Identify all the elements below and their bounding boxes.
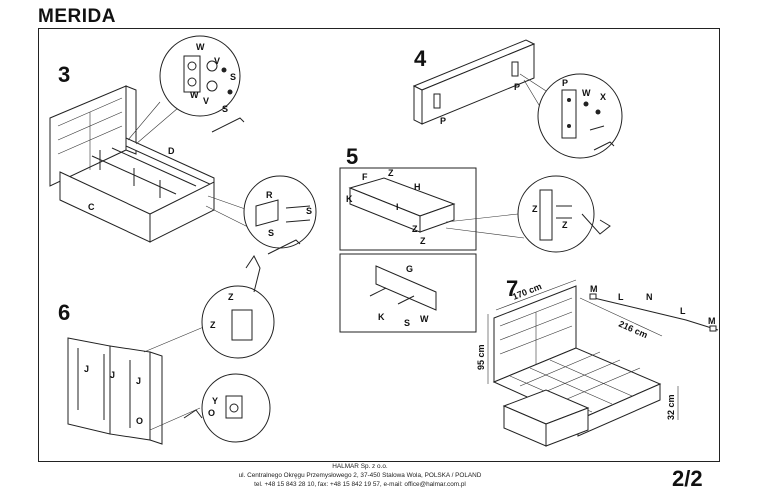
- dimension-drawer-height: 32 cm: [666, 394, 676, 420]
- svg-text:J: J: [136, 376, 141, 386]
- step-3: 3 D C W V S W: [49, 35, 317, 255]
- svg-text:O: O: [136, 416, 143, 426]
- footer-company: HALMAR Sp. z o.o.: [332, 463, 388, 470]
- svg-text:P: P: [562, 78, 568, 88]
- svg-text:Z: Z: [210, 320, 216, 330]
- step-number-4: 4: [414, 46, 427, 71]
- dimension-length: 216 cm: [617, 319, 649, 341]
- instruction-frame: [38, 28, 720, 462]
- step-6: 6 J J J Z Z Y O O: [58, 255, 275, 445]
- footer-address: ul. Centralnego Okręgu Przemysłowego 2, …: [238, 472, 482, 479]
- step-7: 7 95 cm 170 cm 216 cm 32 cm M L: [476, 276, 719, 447]
- svg-text:S: S: [306, 206, 312, 216]
- step-number-7: 7: [506, 276, 518, 301]
- step-5: 5 F Z H K I Z Z Z Z G K S W: [339, 144, 611, 333]
- svg-text:L: L: [618, 292, 624, 302]
- svg-text:H: H: [414, 182, 421, 192]
- page-number: 2/2: [672, 466, 703, 491]
- svg-text:F: F: [362, 172, 368, 182]
- allen-key-icon: [211, 117, 245, 133]
- step-number-3: 3: [58, 62, 70, 87]
- company-footer: HALMAR Sp. z o.o. ul. Centralnego Okręgu…: [150, 462, 570, 489]
- svg-text:P: P: [514, 82, 520, 92]
- svg-text:O: O: [208, 408, 215, 418]
- svg-text:Z: Z: [532, 204, 538, 214]
- svg-text:K: K: [378, 312, 385, 322]
- svg-text:S: S: [222, 104, 228, 114]
- svg-text:Z: Z: [562, 220, 568, 230]
- svg-text:I: I: [396, 202, 399, 212]
- svg-text:S: S: [230, 72, 236, 82]
- step-number-6: 6: [58, 300, 70, 325]
- svg-text:K: K: [346, 194, 353, 204]
- svg-text:S: S: [268, 228, 274, 238]
- support-rail: [593, 297, 719, 331]
- step-4: 4 P P P W X: [412, 39, 623, 159]
- dimension-height: 95 cm: [476, 344, 486, 370]
- svg-text:V: V: [214, 56, 220, 66]
- footer-contact: tel. +48 15 843 28 10, fax: +48 15 842 1…: [254, 481, 466, 488]
- svg-text:Z: Z: [412, 224, 418, 234]
- svg-text:X: X: [600, 92, 606, 102]
- wrench-icon: [245, 255, 261, 293]
- svg-text:W: W: [190, 90, 199, 100]
- svg-text:P: P: [440, 116, 446, 126]
- svg-text:Z: Z: [420, 236, 426, 246]
- svg-text:M: M: [590, 284, 598, 294]
- svg-text:V: V: [203, 96, 209, 106]
- svg-text:Z: Z: [228, 292, 234, 302]
- svg-text:W: W: [582, 88, 591, 98]
- detail-plate-circle: [537, 73, 623, 159]
- side-rail-c: [59, 171, 151, 243]
- document-title: MERIDA: [38, 6, 116, 27]
- svg-text:W: W: [420, 314, 429, 324]
- svg-text:J: J: [84, 364, 89, 374]
- step-number-5: 5: [346, 144, 358, 169]
- svg-text:R: R: [266, 190, 273, 200]
- svg-text:N: N: [646, 292, 653, 302]
- part-d-label: D: [168, 146, 175, 156]
- svg-text:Y: Y: [212, 396, 218, 406]
- svg-text:S: S: [404, 318, 410, 328]
- svg-text:M: M: [708, 316, 716, 326]
- svg-text:J: J: [110, 370, 115, 380]
- svg-text:G: G: [406, 264, 413, 274]
- svg-text:W: W: [196, 42, 205, 52]
- detail-drawer-circle: [517, 175, 595, 253]
- svg-text:Z: Z: [388, 168, 394, 178]
- svg-text:L: L: [680, 306, 686, 316]
- part-c-label: C: [88, 202, 95, 212]
